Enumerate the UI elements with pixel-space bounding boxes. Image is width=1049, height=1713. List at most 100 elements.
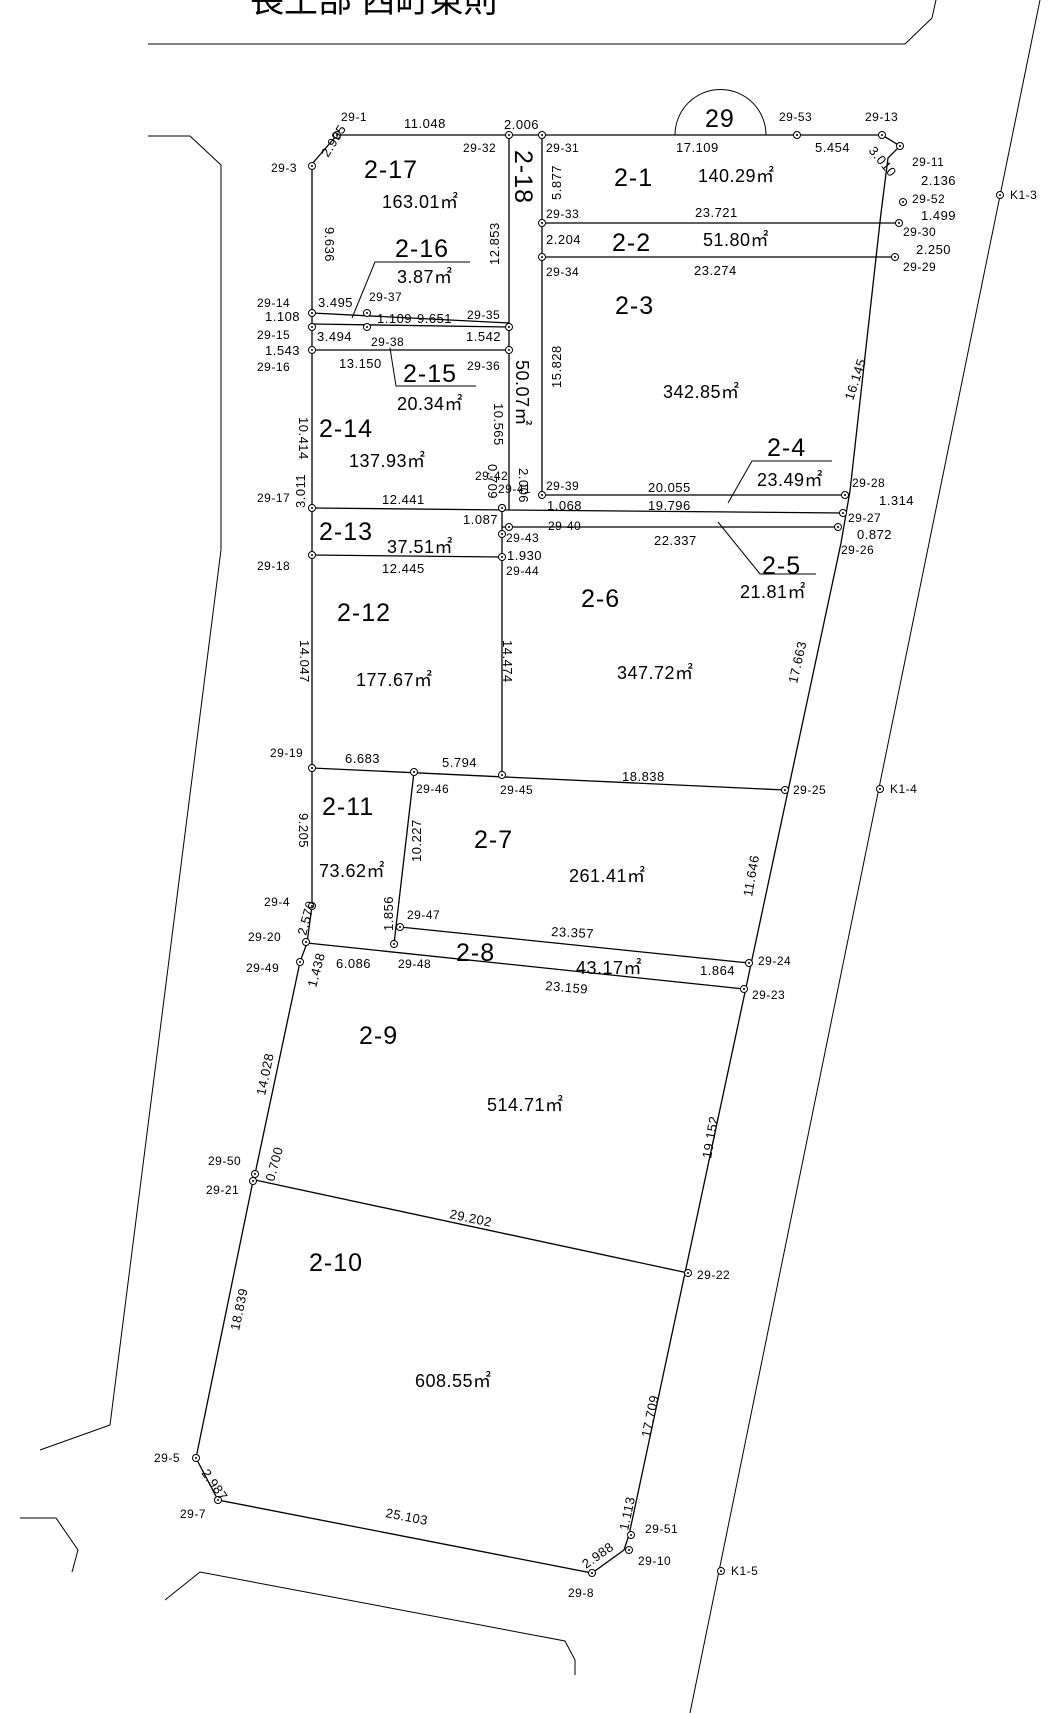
point-label: K1-5 <box>731 1564 758 1578</box>
point-label: 29-27 <box>848 511 881 525</box>
point-label: 29-47 <box>407 908 440 922</box>
survey-point-center <box>254 1173 256 1175</box>
survey-point-center <box>399 926 401 928</box>
dimension-label: 1.109 <box>377 311 412 326</box>
point-label: 29-30 <box>903 225 936 239</box>
survey-point-center <box>311 767 313 769</box>
lot-division-lines <box>254 135 899 1274</box>
lot-number: 2-1 <box>614 164 653 192</box>
dimension-label: 3.011 <box>293 474 308 508</box>
dimension-label: 18.838 <box>622 769 665 784</box>
lot-number: 2-7 <box>474 826 513 854</box>
lot-area: 608.55㎡ <box>415 1370 492 1391</box>
survey-point-center <box>796 134 798 136</box>
dimension-label: 12.441 <box>382 492 425 507</box>
lot-number: 2-3 <box>615 292 654 320</box>
leader-lines <box>351 261 832 575</box>
dimension-label: 10.227 <box>409 819 424 862</box>
point-label: 29-34 <box>546 265 579 279</box>
lot-number: 2-10 <box>309 1249 363 1277</box>
dimension-label: 2.136 <box>921 173 956 188</box>
lot-labels: 2-1 140.29㎡ 2-2 51.80㎡ 2-3 342.85㎡ 2-4 2… <box>309 105 823 1391</box>
dimension-label: 0.700 <box>262 1145 286 1183</box>
point-label: 29-41 <box>498 482 531 496</box>
dimension-label: 23.274 <box>694 263 737 278</box>
point-label: 29-20 <box>248 930 281 944</box>
lot-area: 51.80㎡ <box>703 229 769 250</box>
lot-area: 73.62㎡ <box>319 860 385 881</box>
dimension-label: 14.474 <box>500 640 515 683</box>
survey-point-center <box>366 326 368 328</box>
point-label: 29-24 <box>758 954 791 968</box>
dimension-label: 2.250 <box>916 242 951 257</box>
dimension-label: 2.988 <box>579 1539 616 1571</box>
road-edge-southwest <box>20 1517 79 1573</box>
point-label: 29-7 <box>180 1507 206 1521</box>
survey-point-center <box>508 349 510 351</box>
point-label: 29-25 <box>793 783 826 797</box>
survey-point-center <box>844 494 846 496</box>
survey-point-center <box>311 554 313 556</box>
survey-point-center <box>501 774 503 776</box>
survey-point-center <box>508 526 510 528</box>
lot-number: 2-14 <box>319 415 373 443</box>
dimension-label: 12.853 <box>487 222 502 265</box>
dimension-label: 23.159 <box>545 978 589 997</box>
point-label: K1-3 <box>1010 188 1037 202</box>
point-label: 29-1 <box>341 110 367 124</box>
dimension-label: 9.651 <box>417 311 452 326</box>
lot-area: 50.07㎡ <box>512 360 533 426</box>
header-rule-tail <box>931 0 937 19</box>
survey-point-center <box>501 533 503 535</box>
lot-number: 2-12 <box>337 599 391 627</box>
lot-area: 261.41㎡ <box>569 865 646 886</box>
dimension-label: 1.864 <box>700 963 735 978</box>
dimension-label: 5.794 <box>442 755 477 770</box>
header-text: 長土部 西町東則 <box>250 0 497 20</box>
dimension-label: 1.438 <box>304 951 328 989</box>
dimension-label: 1.499 <box>921 208 956 223</box>
point-label: 29-52 <box>912 192 945 206</box>
point-label: 29-40 <box>548 519 581 533</box>
lot-area: 347.72㎡ <box>617 662 694 683</box>
dimension-label: 13.150 <box>339 356 382 371</box>
survey-point-center <box>311 326 313 328</box>
lot-area: 514.71㎡ <box>487 1094 564 1115</box>
dimension-label: 23.357 <box>551 924 594 941</box>
lot-number: 2-8 <box>456 939 495 967</box>
survey-point-center <box>393 943 395 945</box>
dimension-label: 14.047 <box>297 640 312 683</box>
survey-point-center <box>630 1534 632 1536</box>
dimension-label: 2.987 <box>199 1466 231 1503</box>
dimension-label: 23.721 <box>695 205 738 220</box>
survey-point-center <box>999 194 1001 196</box>
dimension-label: 19.796 <box>648 498 691 513</box>
lot-area: 163.01㎡ <box>382 191 459 212</box>
dimension-label: 1.314 <box>879 493 914 508</box>
survey-point-center <box>311 905 313 907</box>
parcel-29-circle <box>674 89 767 136</box>
dimension-label: 1.108 <box>265 309 300 324</box>
survey-point-center <box>413 771 415 773</box>
survey-point-center <box>336 134 338 136</box>
survey-point-center <box>366 312 368 314</box>
point-label: 29-10 <box>638 1554 671 1568</box>
dimension-label: 3.494 <box>317 329 352 344</box>
dimension-label: 20.055 <box>648 480 691 495</box>
point-label: 29-43 <box>506 531 539 545</box>
point-label: 29-39 <box>546 479 579 493</box>
lot-number: 2-11 <box>322 793 374 821</box>
lot-area: 21.81㎡ <box>740 581 806 602</box>
survey-point-center <box>902 201 904 203</box>
point-label: 29-17 <box>257 491 290 505</box>
lot-boundary <box>195 134 902 1574</box>
lot-number: 2-17 <box>364 156 418 184</box>
survey-points <box>192 131 1004 1577</box>
dimension-label: 11.048 <box>404 116 446 131</box>
point-label: 29-26 <box>841 543 874 557</box>
survey-point-center <box>898 222 900 224</box>
survey-point-center <box>541 494 543 496</box>
survey-point-center <box>311 165 313 167</box>
